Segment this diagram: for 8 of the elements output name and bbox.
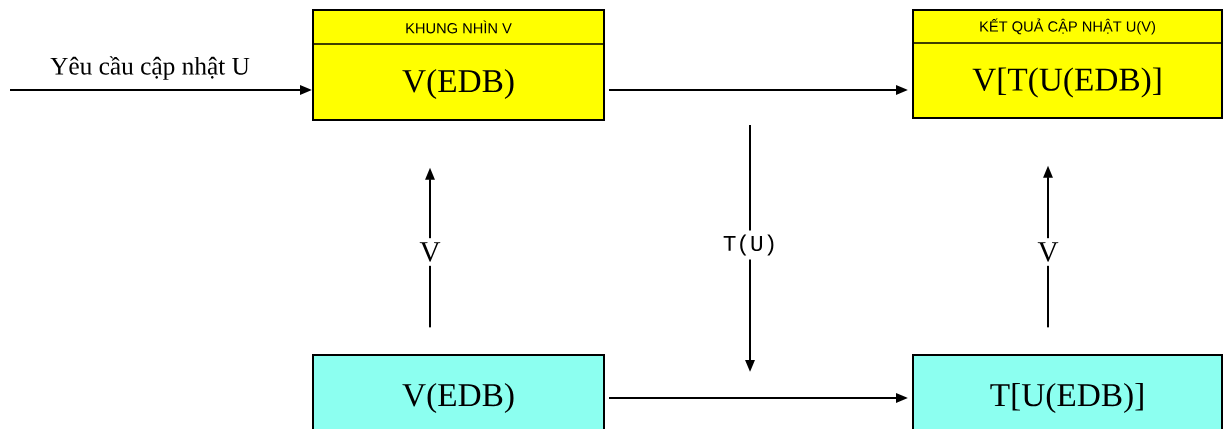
arrow-label: T(U) bbox=[718, 230, 782, 260]
edge-label: Yêu cầu cập nhật U bbox=[50, 56, 250, 80]
edge-label: V bbox=[415, 238, 445, 266]
data-box: T[U(EDB)] bbox=[912, 354, 1223, 429]
view-box: KHUNG NHÌN V V(EDB) bbox=[312, 9, 605, 121]
data-box: V(EDB) bbox=[312, 354, 605, 429]
result-box: KẾT QUẢ CẬP NHẬT U(V) V[T(U(EDB)] bbox=[912, 9, 1223, 119]
edge-label: V bbox=[1033, 238, 1063, 266]
